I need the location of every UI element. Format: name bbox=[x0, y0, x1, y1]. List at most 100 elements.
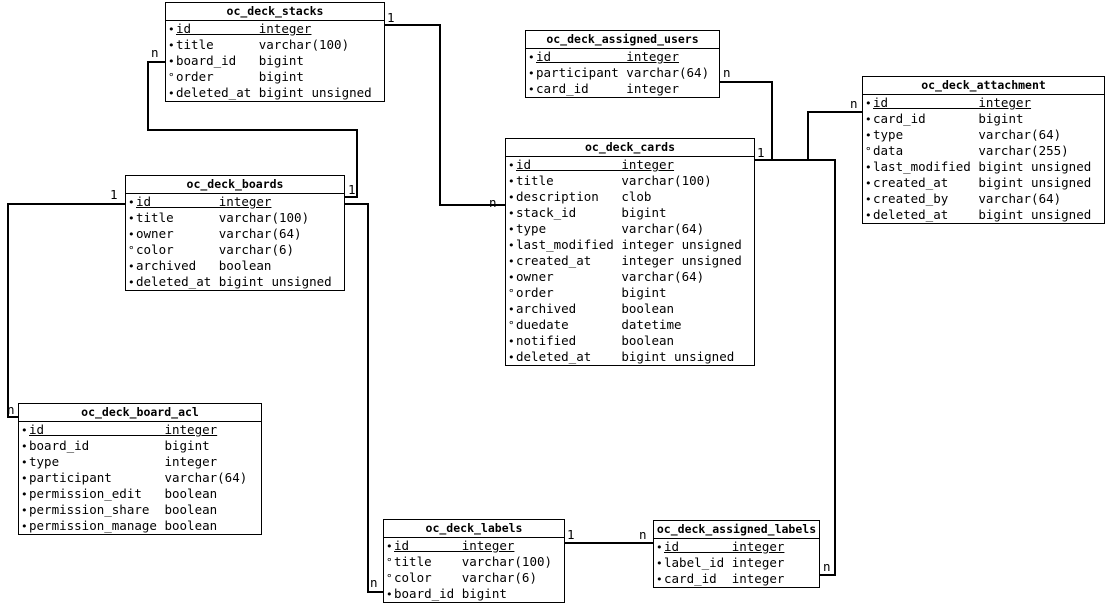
column-row-color: °color varchar(6) bbox=[384, 570, 564, 586]
entity-table-oc_deck_stacks: oc_deck_stacks•id integer•title varchar(… bbox=[165, 2, 385, 102]
column-row-deleted_at: •deleted_at bigint unsigned bbox=[126, 274, 344, 290]
notnull-bullet-icon: • bbox=[21, 440, 28, 453]
notnull-bullet-icon: • bbox=[21, 504, 28, 517]
primary-key-column-text: id integer bbox=[394, 538, 515, 553]
column-text: title varchar(100) bbox=[136, 210, 310, 225]
column-row-id: •id integer bbox=[19, 422, 261, 438]
notnull-bullet-icon: • bbox=[21, 488, 28, 501]
column-text: created_by varchar(64) bbox=[873, 191, 1062, 206]
notnull-bullet-icon: • bbox=[386, 540, 393, 553]
column-row-board_id: •board_id bigint bbox=[166, 53, 384, 69]
table-title: oc_deck_boards bbox=[126, 176, 344, 194]
column-row-created_at: •created_at integer unsigned bbox=[506, 253, 754, 269]
column-text: type varchar(64) bbox=[873, 127, 1062, 142]
column-row-id: •id integer bbox=[654, 539, 819, 555]
column-row-id: •id integer bbox=[863, 95, 1104, 111]
column-text: owner varchar(64) bbox=[516, 269, 705, 284]
column-row-board_id: •board_id bigint bbox=[19, 438, 261, 454]
notnull-bullet-icon: • bbox=[168, 87, 175, 100]
nullable-bullet-icon: ° bbox=[168, 71, 175, 84]
notnull-bullet-icon: • bbox=[865, 177, 872, 190]
primary-key-column-text: id integer bbox=[29, 422, 218, 437]
nullable-bullet-icon: ° bbox=[386, 556, 393, 569]
column-row-last_modified: •last_modified integer unsigned bbox=[506, 237, 754, 253]
cardinality-label-1-cards-to-assigned-users: 1 bbox=[757, 145, 765, 160]
primary-key-column-text: id integer bbox=[136, 194, 272, 209]
column-row-id: •id integer bbox=[384, 538, 564, 554]
notnull-bullet-icon: • bbox=[865, 209, 872, 222]
column-row-type: •type integer bbox=[19, 454, 261, 470]
column-row-id: •id integer bbox=[126, 194, 344, 210]
column-text: deleted_at bigint unsigned bbox=[516, 349, 735, 364]
entity-table-oc_deck_assigned_users: oc_deck_assigned_users•id integer•partic… bbox=[525, 30, 720, 98]
notnull-bullet-icon: • bbox=[168, 55, 175, 68]
column-row-owner: •owner varchar(64) bbox=[126, 226, 344, 242]
column-text: deleted_at bigint unsigned bbox=[176, 85, 372, 100]
column-text: card_id integer bbox=[664, 571, 785, 586]
column-text: permission_manage boolean bbox=[29, 518, 218, 533]
column-row-color: °color varchar(6) bbox=[126, 242, 344, 258]
notnull-bullet-icon: • bbox=[21, 456, 28, 469]
relation-line-boards-to-stacks bbox=[147, 61, 358, 198]
table-title: oc_deck_assigned_labels bbox=[654, 521, 819, 539]
column-row-duedate: °duedate datetime bbox=[506, 317, 754, 333]
column-row-order: °order bigint bbox=[166, 69, 384, 85]
table-title: oc_deck_stacks bbox=[166, 3, 384, 21]
column-row-type: •type varchar(64) bbox=[506, 221, 754, 237]
column-text: card_id integer bbox=[536, 81, 679, 96]
column-row-type: •type varchar(64) bbox=[863, 127, 1104, 143]
column-text: notified boolean bbox=[516, 333, 675, 348]
nullable-bullet-icon: ° bbox=[508, 319, 515, 332]
column-text: board_id bigint bbox=[29, 438, 210, 453]
column-text: deleted_at bigint unsigned bbox=[873, 207, 1092, 222]
column-row-owner: •owner varchar(64) bbox=[506, 269, 754, 285]
column-text: last_modified bigint unsigned bbox=[873, 159, 1092, 174]
column-text: participant varchar(64) bbox=[536, 65, 710, 80]
column-row-last_modified: •last_modified bigint unsigned bbox=[863, 159, 1104, 175]
primary-key-column-text: id integer bbox=[176, 21, 312, 36]
table-title: oc_deck_board_acl bbox=[19, 404, 261, 422]
column-text: created_at bigint unsigned bbox=[873, 175, 1092, 190]
relation-line-boards-to-labels bbox=[345, 203, 383, 593]
notnull-bullet-icon: • bbox=[128, 196, 135, 209]
notnull-bullet-icon: • bbox=[128, 212, 135, 225]
notnull-bullet-icon: • bbox=[168, 39, 175, 52]
nullable-bullet-icon: ° bbox=[128, 244, 135, 257]
column-text: color varchar(6) bbox=[394, 570, 537, 585]
column-row-id: •id integer bbox=[166, 21, 384, 37]
column-row-archived: •archived boolean bbox=[506, 301, 754, 317]
notnull-bullet-icon: • bbox=[508, 303, 515, 316]
column-text: order bigint bbox=[516, 285, 667, 300]
column-text: type integer bbox=[29, 454, 218, 469]
notnull-bullet-icon: • bbox=[508, 351, 515, 364]
column-row-deleted_at: •deleted_at bigint unsigned bbox=[166, 85, 384, 101]
column-text: archived boolean bbox=[516, 301, 675, 316]
column-row-permission_manage: •permission_manage boolean bbox=[19, 518, 261, 534]
primary-key-column-text: id integer bbox=[516, 157, 675, 172]
primary-key-column-text: id integer bbox=[664, 539, 785, 554]
column-text: card_id bigint bbox=[873, 111, 1024, 126]
notnull-bullet-icon: • bbox=[508, 255, 515, 268]
notnull-bullet-icon: • bbox=[508, 175, 515, 188]
column-row-title: •title varchar(100) bbox=[166, 37, 384, 53]
notnull-bullet-icon: • bbox=[508, 271, 515, 284]
table-title: oc_deck_labels bbox=[384, 520, 564, 538]
cardinality-label-n-cards-to-assigned-labels: n bbox=[823, 559, 831, 574]
column-text: title varchar(100) bbox=[394, 554, 553, 569]
cardinality-label-n-boards-to-stacks: n bbox=[151, 45, 159, 60]
notnull-bullet-icon: • bbox=[128, 276, 135, 289]
cardinality-label-1-stacks-to-cards: 1 bbox=[387, 10, 395, 25]
column-text: label_id integer bbox=[664, 555, 785, 570]
entity-table-oc_deck_attachment: oc_deck_attachment•id integer•card_id bi… bbox=[862, 76, 1105, 224]
cardinality-label-n-boards-to-board-acl: n bbox=[7, 402, 15, 417]
column-text: description clob bbox=[516, 189, 652, 204]
column-text: type varchar(64) bbox=[516, 221, 705, 236]
nullable-bullet-icon: ° bbox=[386, 572, 393, 585]
column-text: duedate datetime bbox=[516, 317, 682, 332]
column-row-id: •id integer bbox=[506, 157, 754, 173]
column-row-deleted_at: •deleted_at bigint unsigned bbox=[863, 207, 1104, 223]
column-row-title: °title varchar(100) bbox=[384, 554, 564, 570]
column-row-participant: •participant varchar(64) bbox=[526, 65, 719, 81]
notnull-bullet-icon: • bbox=[656, 557, 663, 570]
